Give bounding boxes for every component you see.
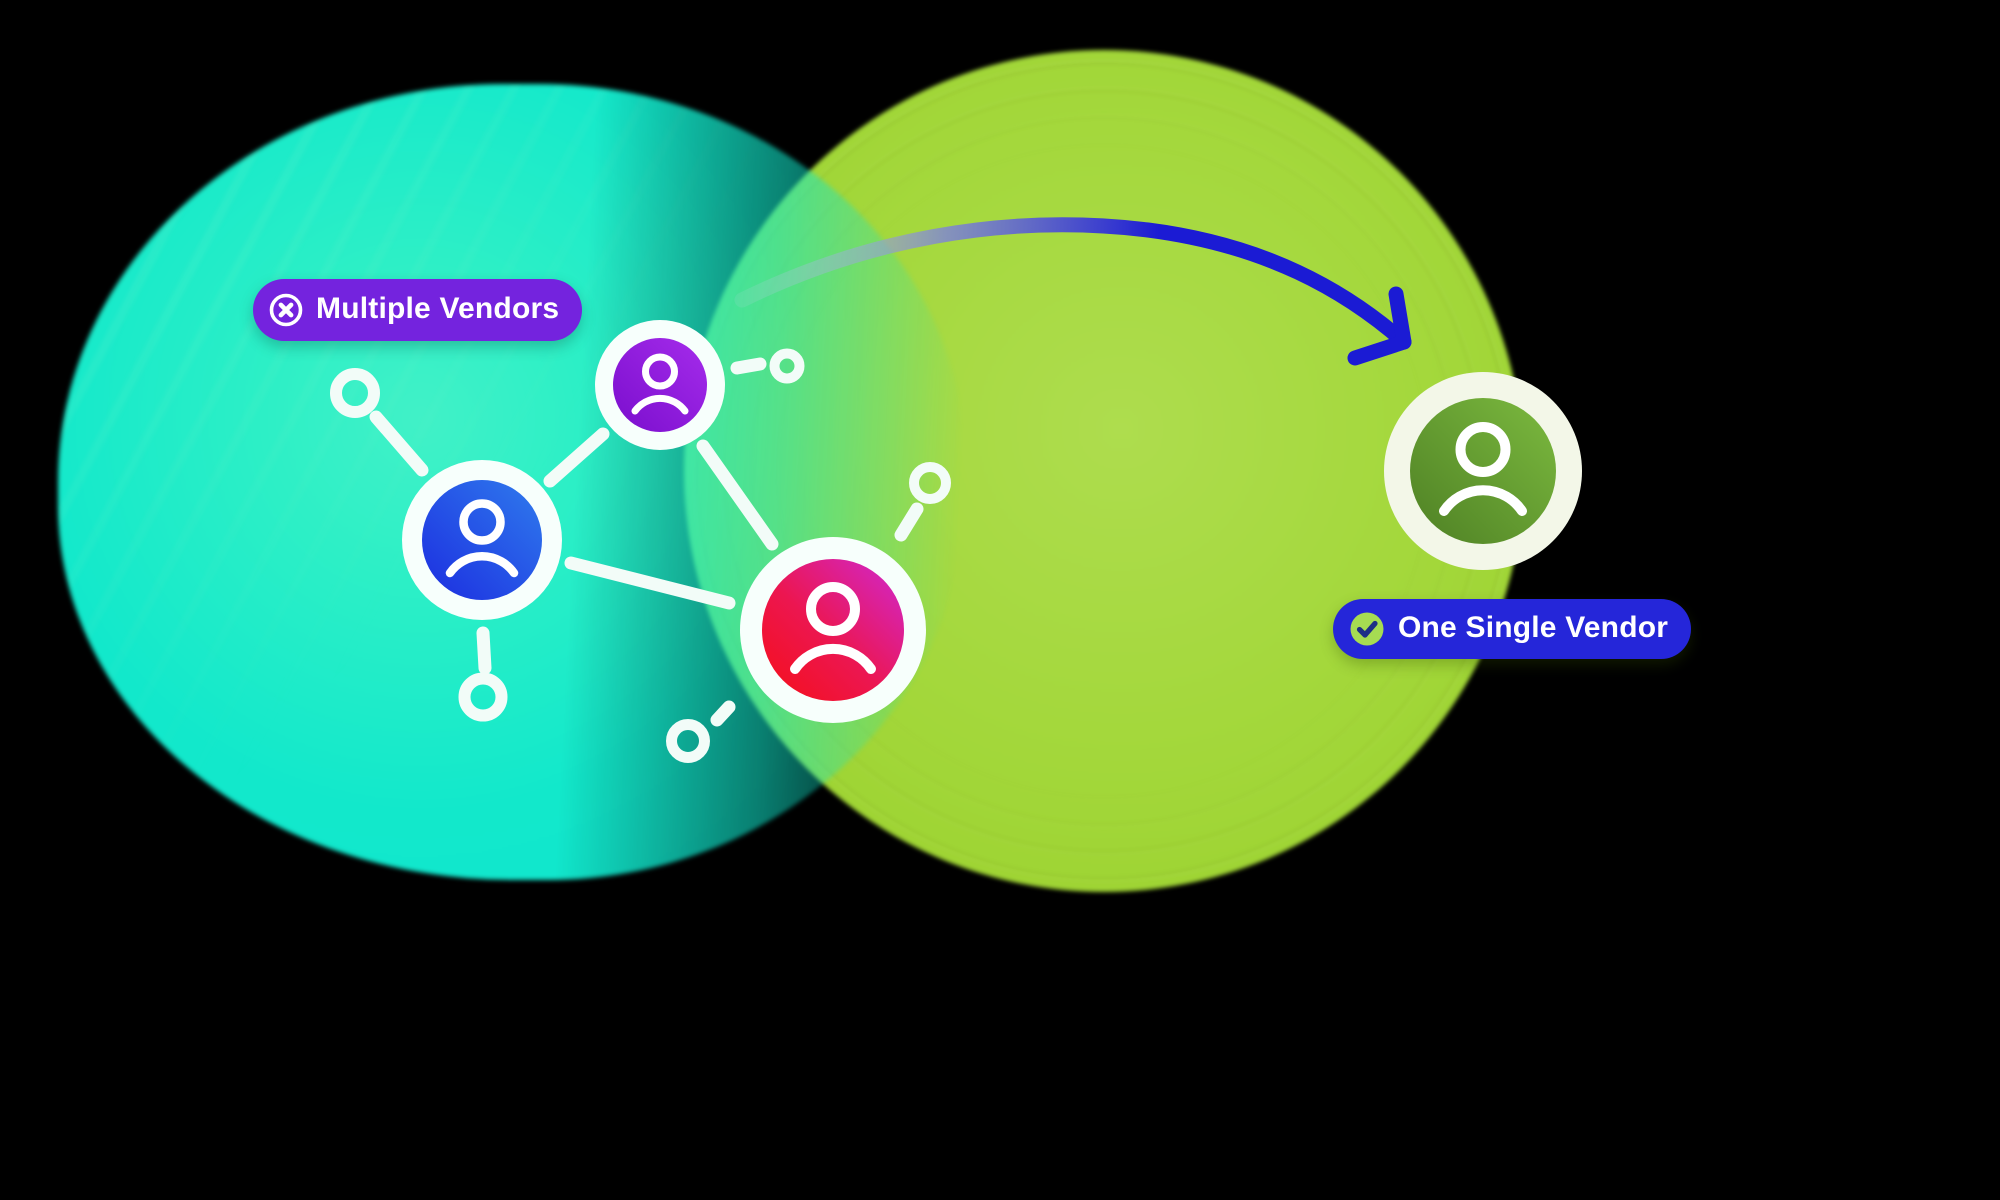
purple-vendor-avatar <box>595 320 725 450</box>
connector-node <box>769 348 805 384</box>
connector-node <box>458 672 508 722</box>
connection-line <box>543 427 610 488</box>
arrow-head <box>1347 286 1412 366</box>
connector-node <box>330 368 380 418</box>
connection-line <box>564 556 736 610</box>
single-vendor-avatar <box>1384 372 1582 570</box>
transition-arrow <box>734 217 1412 366</box>
user-icon <box>631 353 689 415</box>
user-icon <box>790 582 876 674</box>
connector-node <box>666 719 710 763</box>
connection-line <box>696 439 779 551</box>
connector-nodes <box>330 348 951 763</box>
connection-line <box>710 700 736 727</box>
user-icon <box>1439 422 1527 516</box>
multiple-vendors-badge: Multiple Vendors <box>253 279 583 341</box>
circle-check-icon <box>1347 609 1387 649</box>
one-single-vendor-badge: One Single Vendor <box>1333 599 1692 659</box>
one-single-vendor-label: One Single Vendor <box>1398 611 1669 644</box>
arrow-shaft <box>734 217 1412 350</box>
user-icon <box>445 499 519 578</box>
multiple-vendors-label: Multiple Vendors <box>316 292 560 325</box>
connection-line <box>476 626 492 675</box>
connection-line <box>369 410 429 477</box>
blue-vendor-avatar <box>402 460 562 620</box>
connection-line <box>730 357 767 375</box>
connection-line <box>894 502 924 542</box>
red-vendor-avatar <box>740 537 926 723</box>
connection-lines <box>369 357 924 727</box>
connector-node <box>909 462 951 504</box>
circle-x-icon <box>267 291 305 329</box>
